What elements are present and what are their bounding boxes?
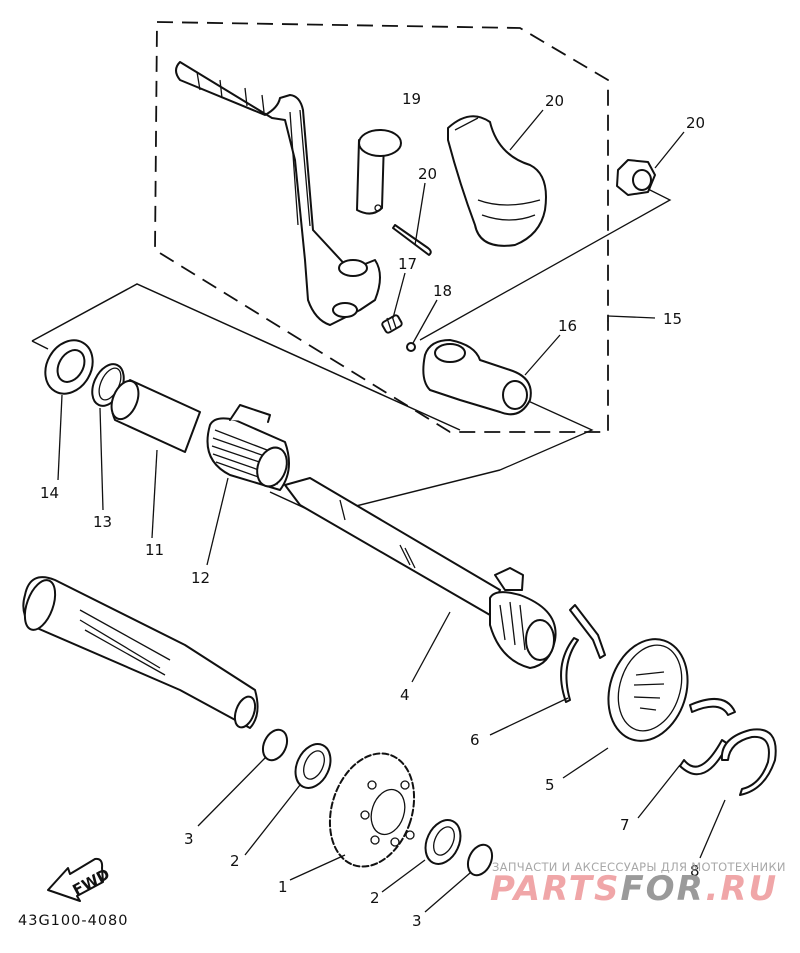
main-axle (22, 576, 259, 729)
watermark-logo-for: FOR (620, 869, 706, 909)
kick-crank-lever (175, 61, 381, 326)
callout-5: 5 (545, 776, 555, 794)
callout-13: 15 (663, 310, 682, 328)
watermark-tagline: ЗАПЧАСТИ И АКСЕССУАРЫ ДЛЯ МОТОТЕХНИКИ (492, 860, 786, 874)
circlip-3-lower (466, 843, 494, 877)
circlip-3-upper (261, 728, 289, 762)
pin-17 (356, 129, 402, 215)
spring-cover-9 (110, 379, 201, 453)
kick-gear-1 (328, 752, 416, 868)
callout-2-lower: 2 (370, 889, 380, 907)
washer-2-upper (294, 743, 332, 789)
nut-axis-line (419, 184, 672, 341)
watermark-logo-parts: PARTS (490, 869, 621, 909)
oil-seal-12 (44, 339, 94, 395)
callout-11: 13 (93, 513, 112, 531)
callout-4: 4 (400, 686, 410, 704)
circlip-8 (720, 728, 777, 796)
callout-16: 18 (433, 282, 452, 300)
callout-18: 20 (545, 92, 564, 110)
callout-3-lower: 3 (412, 912, 422, 930)
callout-2-upper: 2 (230, 852, 240, 870)
torsion-spring-10 (206, 404, 290, 491)
callout-12: 14 (40, 484, 59, 502)
drawing-code: 43G100-4080 (18, 913, 129, 929)
callout-15: 17 (398, 255, 417, 273)
kick-axle-4 (284, 477, 557, 669)
callout-3-upper: 3 (184, 830, 194, 848)
watermark-logo-ru: .RU (705, 869, 779, 909)
ratchet-guide-6 (560, 604, 606, 703)
washer-2-lower (424, 819, 462, 865)
callout-10: 12 (191, 569, 210, 587)
kick-crank-boss-14 (422, 339, 532, 416)
callout-17: 19 (402, 90, 421, 108)
callout-20: 20 (686, 114, 705, 132)
assembly-13-boundary (154, 21, 609, 433)
callout-6: 6 (470, 731, 480, 749)
spring-15 (381, 314, 403, 334)
watermark-logo[interactable]: PARTSFOR.RU (490, 869, 778, 909)
callout-19: 20 (418, 165, 437, 183)
fwd-arrow-icon (47, 857, 104, 902)
assembly-13-bracket (607, 315, 656, 322)
boss-axis-line (499, 394, 594, 471)
ball-16 (406, 342, 416, 352)
cotter-pin-19 (392, 224, 432, 256)
callout-8: 8 (690, 862, 700, 880)
spring-7 (679, 697, 736, 776)
kick-crank-cap-18 (447, 115, 547, 247)
callout-14: 16 (558, 317, 577, 335)
nut-20 (616, 159, 656, 196)
ratchet-wheel-5 (607, 638, 689, 742)
callout-7: 7 (620, 816, 630, 834)
callout-1: 1 (278, 878, 288, 896)
subassembly-boundary (31, 283, 501, 516)
callout-9: 11 (145, 541, 164, 559)
